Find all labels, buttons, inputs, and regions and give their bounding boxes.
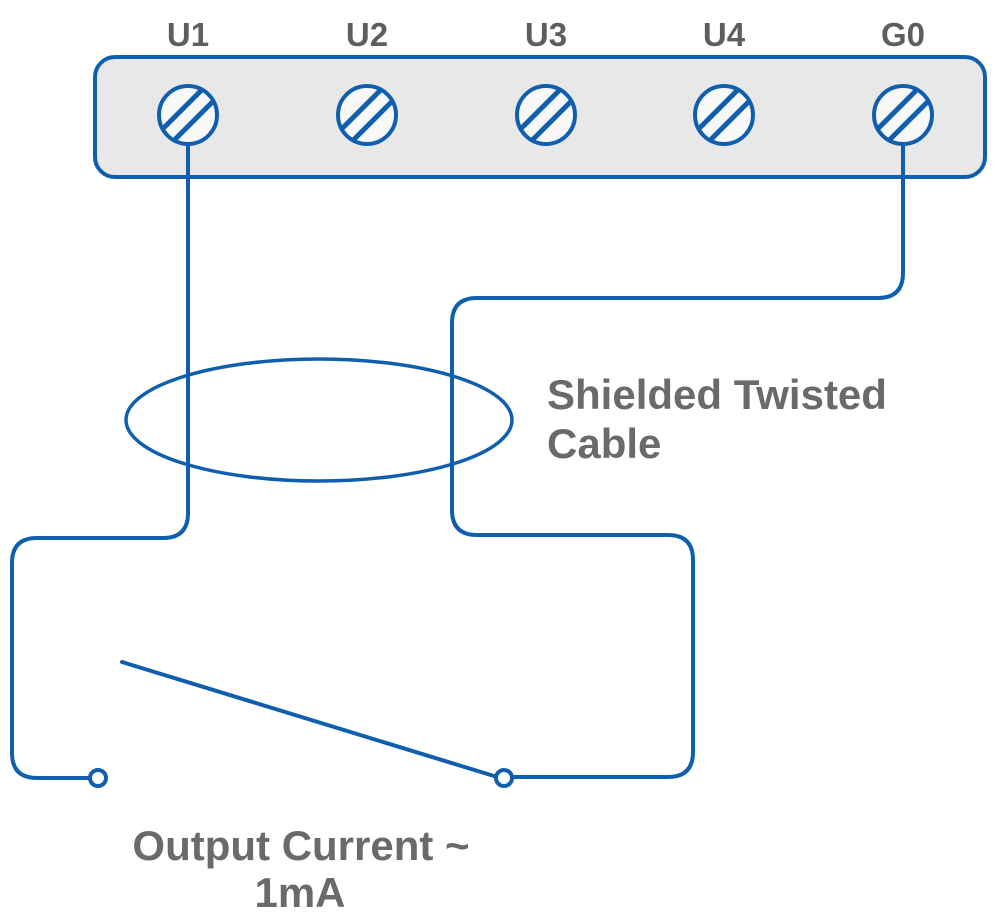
screw-terminal-icon-u4 xyxy=(693,84,755,146)
output-label-line1: Output Current ~ xyxy=(132,822,469,869)
screw-terminal-icon-u2 xyxy=(336,84,398,146)
output-label-line2: 1mA xyxy=(254,869,345,916)
switch-lever xyxy=(120,660,496,778)
terminal-label-u4: U4 xyxy=(703,16,746,53)
switch-contact-right xyxy=(494,768,514,788)
switch-contact-left xyxy=(88,768,108,788)
wire-g0 xyxy=(450,142,905,779)
screw-terminal-icon-u1 xyxy=(157,84,219,146)
terminal-label-g0: G0 xyxy=(881,16,925,53)
screw-terminal-icon-u3 xyxy=(515,84,577,146)
terminal-label-u1: U1 xyxy=(167,16,209,53)
screw-terminal-icon-g0 xyxy=(872,84,934,146)
terminal-label-u3: U3 xyxy=(525,16,567,53)
cable-shield-ellipse xyxy=(124,357,514,483)
terminal-label-u2: U2 xyxy=(346,16,388,53)
shield-label-line1: Shielded Twisted xyxy=(547,371,887,418)
wire-u1 xyxy=(10,142,190,780)
shield-label-line2: Cable xyxy=(547,420,661,467)
